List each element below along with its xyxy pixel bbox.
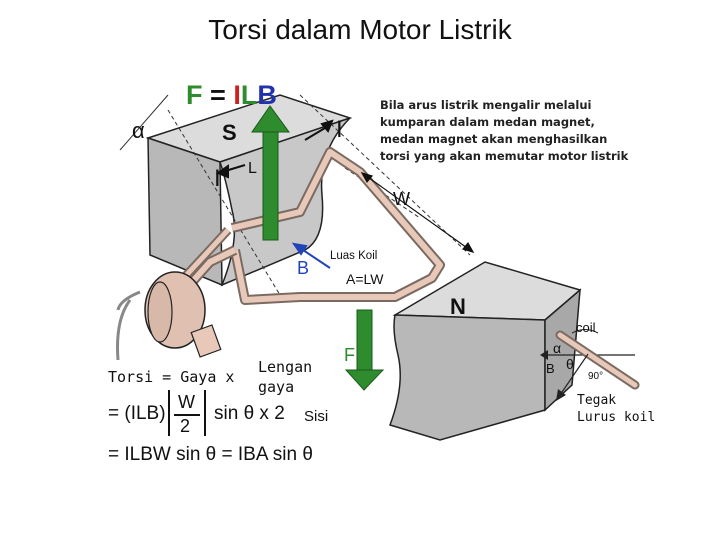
- formula-l: L: [240, 80, 258, 110]
- force-arrow-up: [251, 105, 290, 241]
- fraction-brackets: [168, 390, 206, 436]
- description-line: Bila arus listrik mengalir melalui: [380, 98, 592, 112]
- label-theta-small: θ: [566, 356, 574, 372]
- label-current-top: I: [336, 116, 343, 143]
- label-lurus-koil: Lurus koil: [577, 410, 656, 425]
- label-b-right: B: [546, 361, 555, 376]
- w-dimension: [360, 172, 475, 253]
- fraction-denominator: 2: [180, 416, 191, 436]
- force-arrow-down: [344, 309, 385, 391]
- fraction-numerator: W: [178, 392, 195, 412]
- torque-lengan: Lengan: [258, 358, 313, 376]
- label-s-pole: S: [222, 120, 237, 145]
- label-b-field: B: [297, 258, 310, 278]
- label-coil: coil: [576, 320, 596, 335]
- description-line: medan magnet akan menghasilkan: [380, 132, 608, 146]
- fraction-bar: [174, 414, 200, 416]
- label-area-formula: A=LW: [346, 271, 384, 287]
- coil-inset: [540, 329, 640, 401]
- label-alpha-small: α: [553, 340, 562, 356]
- formula-i: I: [233, 80, 241, 110]
- magnet-n: [389, 261, 582, 441]
- label-length: L: [248, 160, 257, 177]
- torque-line-1: Torsi = Gaya x: [108, 368, 235, 386]
- torque-line-2a: = (ILB): [108, 403, 166, 424]
- description-line: torsi yang akan memutar motor listrik: [380, 149, 629, 163]
- label-current-left: I: [214, 165, 221, 192]
- b-field-arrow: [291, 242, 331, 269]
- label-width: W: [393, 189, 410, 209]
- label-tegak: Tegak: [577, 393, 617, 408]
- alpha-guide: [119, 94, 169, 151]
- description-text: Bila arus listrik mengalir melalui kumpa…: [380, 97, 628, 165]
- label-n-pole: N: [450, 294, 466, 319]
- magnet-s: [145, 94, 353, 287]
- label-alpha: α: [132, 118, 145, 143]
- label-90-deg: 90°: [588, 371, 604, 382]
- current-arrows: [215, 119, 334, 179]
- label-force-bottom: F: [344, 345, 355, 365]
- label-luas-koil: Luas Koil: [330, 250, 378, 262]
- description-line: kumparan dalam medan magnet,: [380, 115, 595, 129]
- commutator: [116, 271, 222, 361]
- page-title: Torsi dalam Motor Listrik: [208, 14, 512, 45]
- torque-gaya: gaya: [258, 378, 295, 396]
- formula-eq: =: [210, 80, 226, 110]
- formula-f: F: [186, 80, 203, 110]
- torque-line-3: = ILBW sin θ = IBA sin θ: [108, 444, 313, 465]
- torque-line-2b: sin θ x 2: [214, 403, 285, 424]
- torque-sisi: Sisi: [304, 408, 329, 425]
- formula-b: B: [257, 80, 277, 110]
- formula-f-ilb: F = ILB: [186, 80, 277, 111]
